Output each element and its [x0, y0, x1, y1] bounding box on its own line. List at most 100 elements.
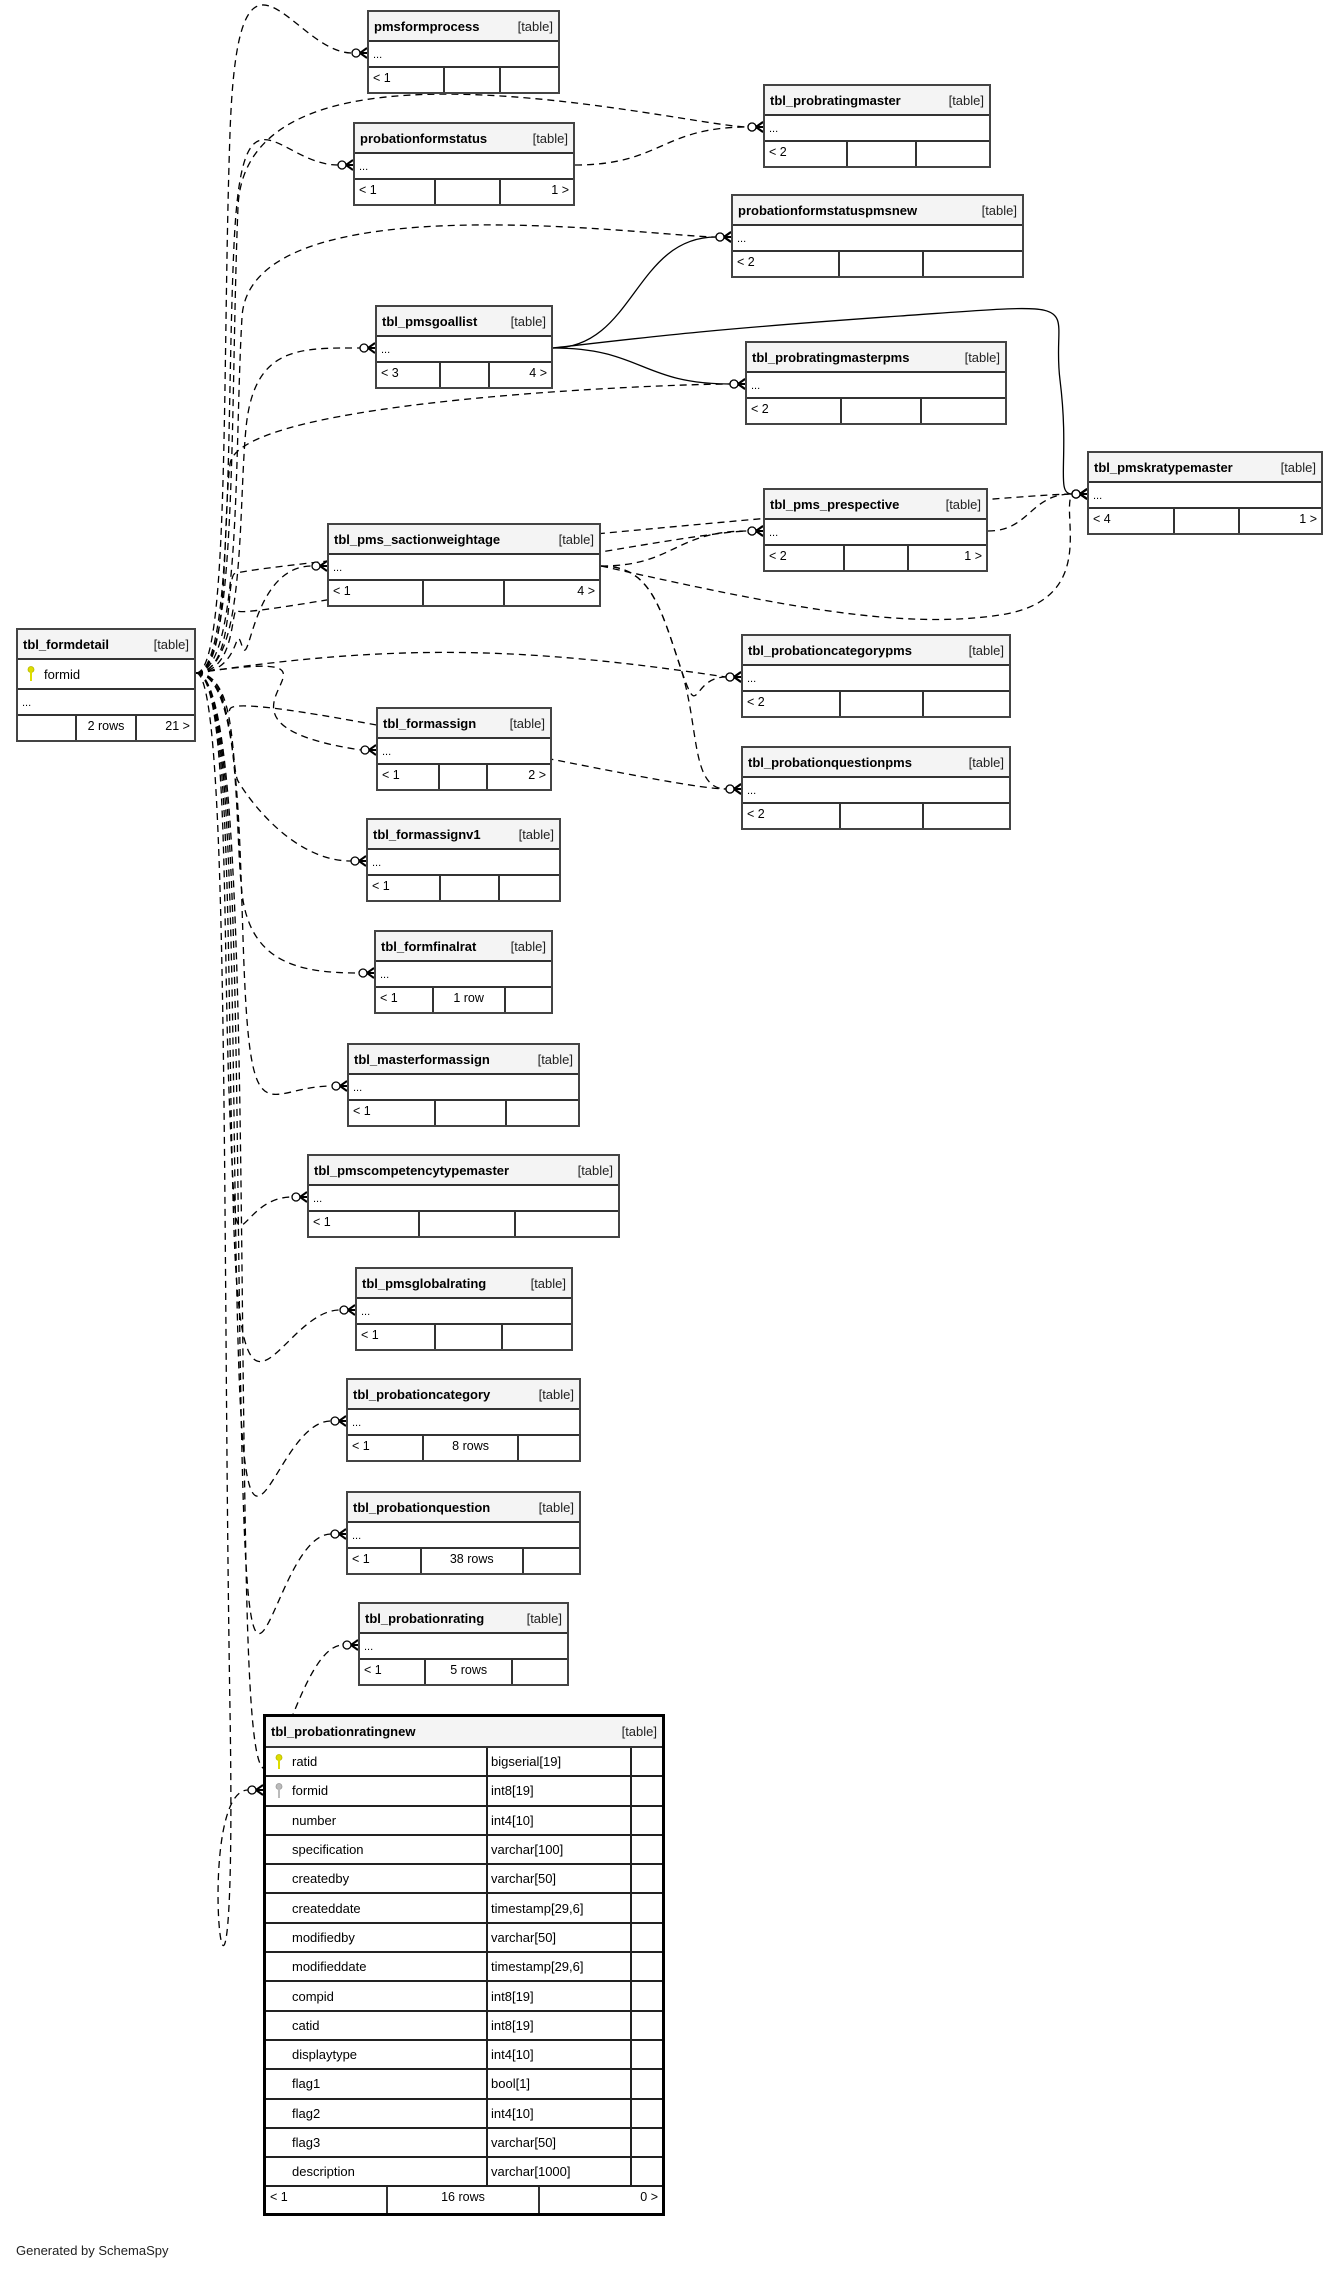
children-count[interactable] — [503, 1325, 572, 1349]
children-count[interactable] — [501, 68, 558, 92]
children-count[interactable]: 4 > — [529, 366, 547, 380]
table-tbl-probationrating[interactable]: tbl_probationrating [table] ... < 1 5 ro… — [358, 1602, 569, 1686]
parents-count[interactable]: < 2 — [765, 142, 848, 166]
table-name[interactable]: tbl_probationquestion — [353, 1499, 491, 1515]
children-count[interactable] — [507, 1101, 578, 1125]
relationship-edge[interactable] — [552, 231, 732, 349]
table-name[interactable]: tbl_probationratingnew — [271, 1724, 416, 1739]
relationship-edge[interactable] — [987, 488, 1088, 532]
table-name[interactable]: tbl_formassign — [383, 715, 477, 731]
table-tbl-pmskratypemaster[interactable]: tbl_pmskratypemaster [table] ... < 4 1 > — [1087, 451, 1323, 535]
parents-count[interactable]: < 1 — [266, 2187, 388, 2214]
parents-count[interactable]: < 2 — [743, 692, 842, 716]
relationship-edge[interactable] — [195, 665, 377, 756]
table-tbl-probratingmasterpms[interactable]: tbl_probratingmasterpms [table] ... < 2 — [745, 341, 1007, 425]
parents-count[interactable]: < 1 — [369, 68, 445, 92]
children-count[interactable] — [922, 399, 1005, 423]
relationship-edge[interactable] — [195, 672, 264, 1947]
table-tbl-probationquestion[interactable]: tbl_probationquestion [table] ... < 1 38… — [346, 1491, 581, 1575]
relationship-edge[interactable] — [600, 565, 742, 795]
table-name[interactable]: tbl_pmsglobalrating — [362, 1275, 487, 1291]
relationship-edge[interactable] — [195, 672, 375, 979]
relationship-edge[interactable] — [195, 560, 328, 674]
table-name[interactable]: tbl_formdetail — [23, 636, 109, 652]
parents-count[interactable]: < 1 — [355, 180, 436, 204]
parents-count[interactable]: < 1 — [357, 1325, 437, 1349]
children-count[interactable]: 0 > — [640, 2190, 658, 2205]
relationship-edge[interactable] — [195, 672, 347, 1497]
table-tbl-pmsgoallist[interactable]: tbl_pmsgoallist [table] ... < 3 4 > — [375, 305, 553, 389]
children-count[interactable] — [924, 692, 1009, 716]
relationship-edge[interactable] — [195, 672, 356, 1363]
table-name[interactable]: tbl_probratingmasterpms — [752, 349, 910, 365]
table-tbl-formassignv1[interactable]: tbl_formassignv1 [table] ... < 1 — [366, 818, 561, 902]
table-name[interactable]: tbl_probationquestionpms — [748, 754, 912, 770]
relationship-edge[interactable] — [195, 342, 376, 674]
parents-count[interactable]: < 2 — [743, 804, 842, 828]
table-name[interactable]: probationformstatus — [360, 130, 488, 146]
table-name[interactable]: tbl_formassignv1 — [373, 826, 481, 842]
table-name[interactable]: pmsformprocess — [374, 18, 480, 34]
parents-count[interactable]: < 1 — [348, 1436, 425, 1460]
table-tbl-formfinalrat[interactable]: tbl_formfinalrat [table] ... < 1 1 row — [374, 930, 553, 1014]
parents-count[interactable]: < 1 — [378, 765, 440, 789]
relationship-edge[interactable] — [195, 651, 742, 683]
children-count[interactable]: 2 > — [528, 768, 546, 782]
table-tbl-formassign[interactable]: tbl_formassign [table] ... < 1 2 > — [376, 707, 552, 791]
table-name[interactable]: tbl_probationcategory — [353, 1386, 491, 1402]
children-count[interactable]: 1 > — [964, 549, 982, 563]
table-name[interactable]: tbl_pmscompetencytypemaster — [314, 1162, 510, 1178]
table-name[interactable]: tbl_probratingmaster — [770, 92, 901, 108]
parents-count[interactable]: < 1 — [376, 988, 434, 1012]
table-name[interactable]: probationformstatuspmsnew — [738, 202, 918, 218]
table-tbl-probratingmaster[interactable]: tbl_probratingmaster [table] ... < 2 — [763, 84, 991, 168]
children-count[interactable] — [506, 988, 552, 1012]
parents-count[interactable]: < 2 — [765, 546, 845, 570]
parents-count[interactable] — [18, 716, 78, 740]
relationship-edge[interactable] — [195, 672, 348, 1095]
children-count[interactable]: 4 > — [577, 584, 595, 598]
children-count[interactable]: 1 > — [1299, 512, 1317, 526]
parents-count[interactable]: < 1 — [309, 1212, 421, 1236]
children-count[interactable] — [500, 876, 559, 900]
table-name[interactable]: tbl_probationrating — [365, 1610, 485, 1626]
table-name[interactable]: tbl_pms_prespective — [770, 496, 900, 512]
table-tbl-pms-prespective[interactable]: tbl_pms_prespective [table] ... < 2 1 > — [763, 488, 988, 572]
table-name[interactable]: tbl_pmsgoallist — [382, 313, 478, 329]
children-count[interactable] — [924, 252, 1022, 276]
children-count[interactable] — [519, 1436, 579, 1460]
table-tbl-masterformassign[interactable]: tbl_masterformassign [table] ... < 1 — [347, 1043, 580, 1127]
table-name[interactable]: tbl_formfinalrat — [381, 938, 477, 954]
parents-count[interactable]: < 4 — [1089, 509, 1175, 533]
relationship-edge[interactable] — [195, 672, 367, 867]
children-count[interactable] — [516, 1212, 618, 1236]
table-name[interactable]: tbl_pms_sactionweightage — [334, 531, 501, 547]
relationship-edge[interactable] — [552, 347, 746, 390]
parents-count[interactable]: < 1 — [360, 1660, 427, 1684]
column-row-formid[interactable]: formid — [18, 660, 194, 690]
table-name[interactable]: tbl_masterformassign — [354, 1051, 490, 1067]
table-name[interactable]: tbl_pmskratypemaster — [1094, 459, 1233, 475]
parents-count[interactable]: < 1 — [348, 1549, 422, 1573]
relationship-edge[interactable] — [600, 565, 742, 697]
parents-count[interactable]: < 3 — [377, 363, 442, 387]
relationship-edge[interactable] — [574, 121, 764, 166]
table-tbl-pms-sactionweightage[interactable]: tbl_pms_sactionweightage [table] ... < 1… — [327, 523, 601, 607]
children-count[interactable]: 1 > — [551, 183, 569, 197]
children-count[interactable] — [917, 142, 989, 166]
children-count[interactable] — [524, 1549, 579, 1573]
relationship-edge[interactable] — [600, 525, 764, 567]
parents-count[interactable]: < 1 — [349, 1101, 437, 1125]
